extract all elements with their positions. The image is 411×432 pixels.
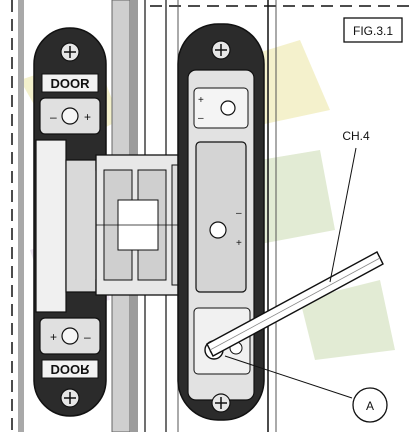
door-label-bottom: DOOR — [51, 362, 91, 377]
hex-key-size-label: CH.4 — [342, 129, 370, 143]
svg-text:–: – — [198, 113, 204, 124]
door-profile-gray — [18, 0, 24, 432]
svg-text:–: – — [84, 330, 91, 344]
figure-label: FIG.3.1 — [353, 24, 393, 38]
callout-letter: A — [366, 399, 374, 413]
svg-text:+: + — [50, 330, 57, 344]
hex-key-tool — [206, 251, 384, 357]
middle-adjust-screw — [209, 221, 227, 239]
svg-text:–: – — [50, 110, 57, 124]
door-label-top: DOOR — [51, 76, 91, 91]
svg-text:+: + — [84, 110, 91, 124]
svg-text:+: + — [236, 238, 242, 249]
ch-leader-line — [329, 147, 357, 283]
upper-adjust-screw — [220, 100, 236, 116]
right-hinge-plate: + – – + — [177, 23, 265, 421]
svg-text:–: – — [236, 208, 242, 219]
callout-leader-line — [224, 355, 353, 399]
callout-circle — [352, 387, 388, 423]
figure-label-box — [343, 17, 403, 43]
svg-text:+: + — [198, 95, 204, 106]
